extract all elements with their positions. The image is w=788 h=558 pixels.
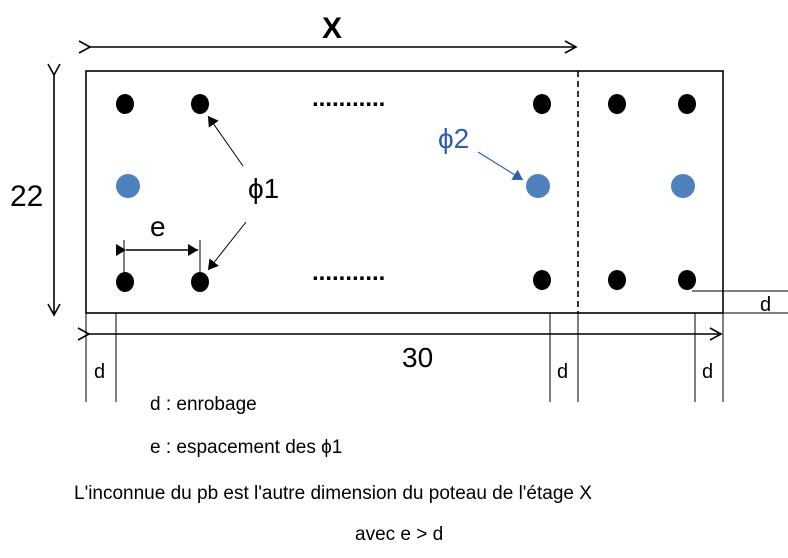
rebar-phi1 [191, 94, 209, 114]
rebar-phi2 [116, 174, 140, 198]
x-dimension-label: X [322, 12, 342, 45]
dots-bottom: ........... [312, 259, 385, 286]
dots-top: ........... [312, 85, 385, 112]
legend-inconnue: L'inconnue du pb est l'autre dimension d… [74, 483, 592, 504]
rebar-phi1 [678, 94, 696, 114]
legend-condition: avec e > d [355, 524, 444, 545]
phi1-label: ϕ1 [248, 173, 279, 204]
d-label-side: d [760, 294, 771, 316]
column-section-outline [85, 70, 724, 314]
d-label-right: d [702, 361, 713, 383]
rebar-phi1 [608, 270, 626, 290]
phi1-pointer-arrow [207, 115, 244, 167]
rebar-phi1 [608, 94, 626, 114]
rebar-phi2 [526, 174, 550, 198]
phi1-pointer-arrow [207, 221, 247, 271]
rebar-phi1 [533, 270, 551, 290]
rebar-phi2 [671, 174, 695, 198]
legend-espacement: e : espacement des ϕ1 [150, 437, 343, 458]
legend-enrobage: d : enrobage [150, 394, 257, 415]
phi2-pointer-arrow [477, 151, 524, 181]
rebar-phi1 [678, 270, 696, 290]
e-dimension-label: e [150, 211, 166, 242]
phi2-label: ϕ2 [438, 123, 469, 154]
rebar-phi1 [116, 272, 134, 292]
d-label-left: d [94, 361, 105, 383]
d-label-middle: d [557, 361, 568, 383]
width-dimension-label: 30 [402, 342, 433, 373]
rebar-phi1 [191, 272, 209, 292]
rebar-phi1 [116, 94, 134, 114]
height-dimension-label: 22 [10, 180, 43, 213]
rebar-phi1 [533, 94, 551, 114]
